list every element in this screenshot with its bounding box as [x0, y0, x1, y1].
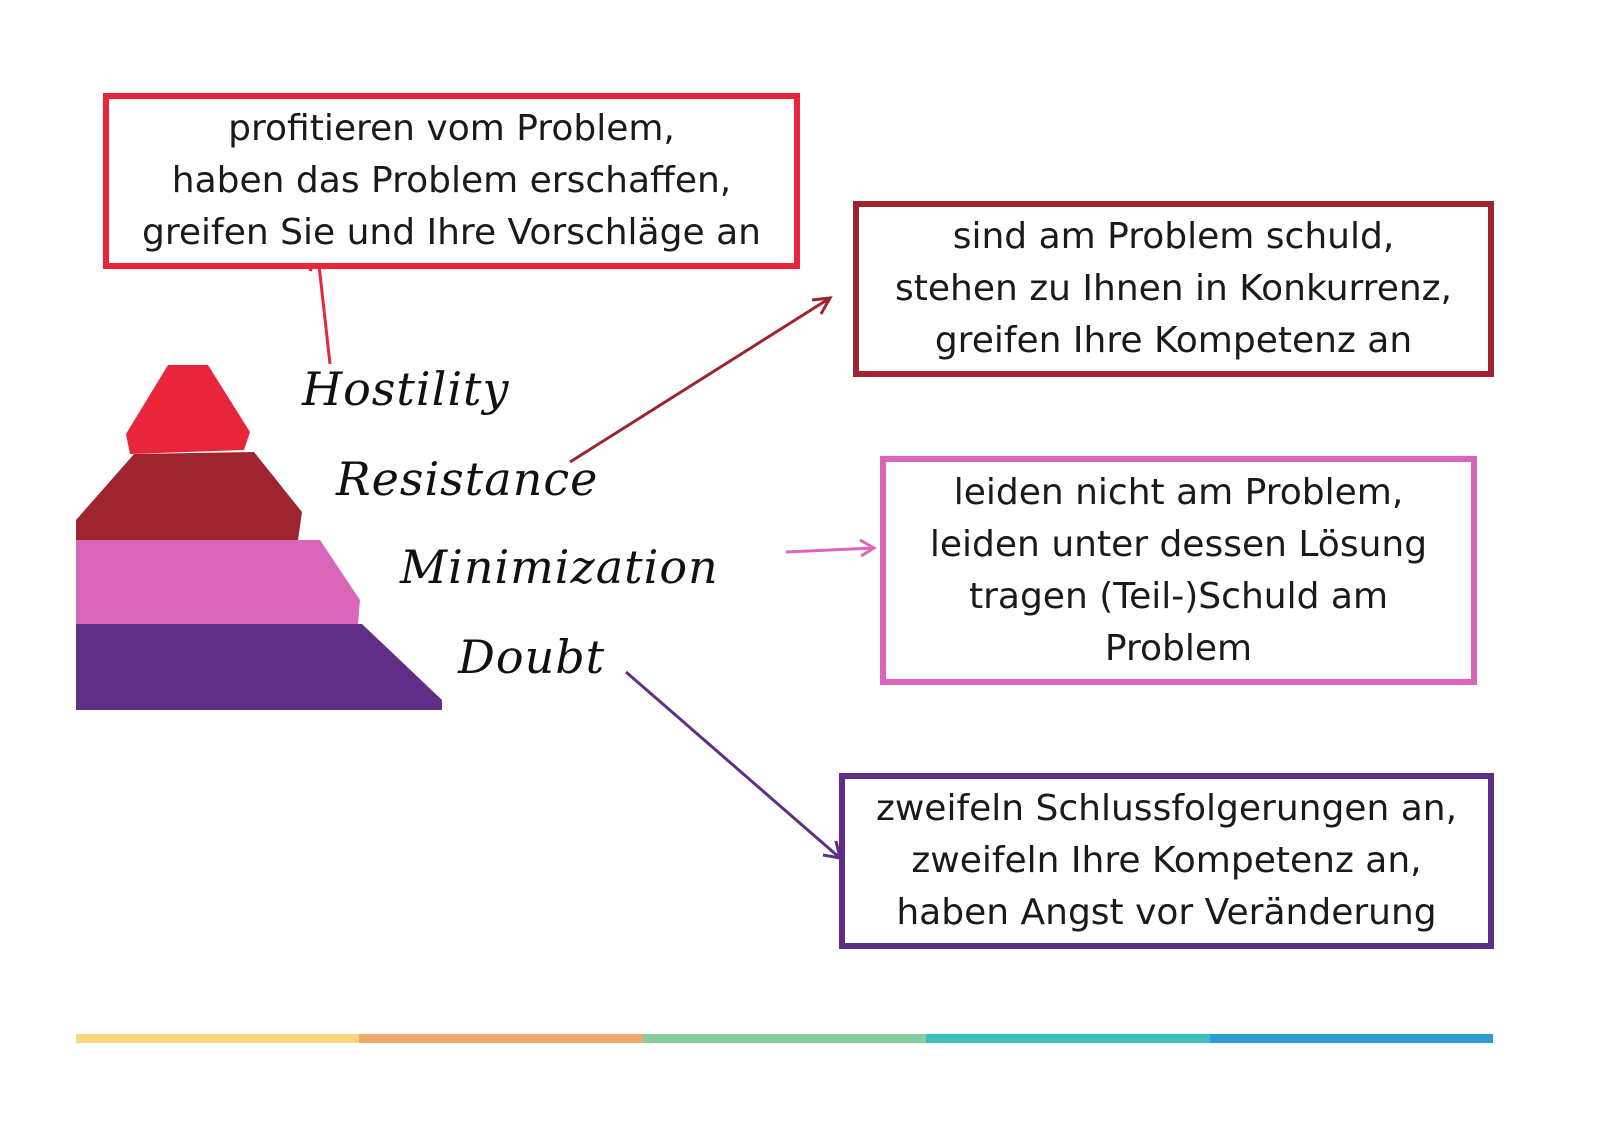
- box-resistance-line: sind am Problem schuld,: [952, 216, 1395, 257]
- footer-segment: [642, 1034, 927, 1043]
- box-hostility-line: haben das Problem erschaffen,: [171, 160, 732, 201]
- box-minimization: leiden nicht am Problem, leiden unter de…: [880, 456, 1477, 685]
- box-doubt-line: haben Angst vor Veränderung: [896, 892, 1437, 933]
- footer-segment: [1209, 1034, 1494, 1043]
- label-doubt: Doubt: [458, 630, 606, 684]
- pyramid-level-resistance: [76, 452, 302, 540]
- box-resistance: sind am Problem schuld, stehen zu Ihnen …: [853, 201, 1494, 377]
- box-hostility: profitieren vom Problem, haben das Probl…: [103, 93, 800, 269]
- footer-color-bar: [76, 1034, 1494, 1043]
- pyramid-level-hostility: [126, 365, 250, 454]
- arrow-doubt: [625, 670, 842, 860]
- box-doubt-line: zweifeln Ihre Kompetenz an,: [911, 840, 1422, 881]
- box-minimization-line: tragen (Teil-)Schuld am: [968, 575, 1389, 617]
- label-minimization: Minimization: [400, 540, 719, 594]
- arrow-minimization: [785, 538, 877, 558]
- box-minimization-line: leiden nicht am Problem,: [953, 471, 1404, 513]
- box-minimization-line: leiden unter dessen Lösung: [929, 523, 1428, 565]
- footer-segment: [76, 1034, 360, 1043]
- arrow-hostility: [308, 250, 332, 365]
- box-resistance-line: stehen zu Ihnen in Konkurrenz,: [894, 268, 1452, 309]
- box-hostility-line: profitieren vom Problem,: [228, 108, 675, 149]
- pyramid-level-minimization: [76, 540, 360, 624]
- arrow-resistance: [569, 296, 833, 464]
- pyramid-graphic: [76, 365, 442, 710]
- box-doubt-line: zweifeln Schlussfolgerungen an,: [875, 788, 1458, 829]
- box-doubt: zweifeln Schlussfolgerungen an, zweifeln…: [839, 773, 1494, 949]
- box-hostility-line: greifen Sie und Ihre Vorschläge an: [142, 212, 761, 253]
- label-resistance: Resistance: [336, 452, 599, 506]
- footer-segment: [359, 1034, 643, 1043]
- box-resistance-line: greifen Ihre Kompetenz an: [934, 320, 1413, 361]
- footer-segment: [926, 1034, 1210, 1043]
- box-minimization-line: Problem: [1104, 627, 1253, 669]
- pyramid-level-doubt: [76, 624, 442, 710]
- label-hostility: Hostility: [302, 362, 510, 416]
